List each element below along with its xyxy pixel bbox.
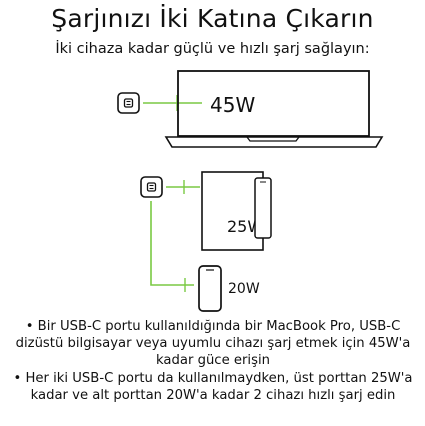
laptop-icon bbox=[164, 70, 384, 148]
page-title: Şarjınızı İki Katına Çıkarın bbox=[51, 4, 374, 33]
laptop-watt-label: 45W bbox=[210, 93, 255, 117]
charger-icon bbox=[117, 92, 140, 114]
phone-icon-small bbox=[254, 177, 272, 239]
charger-icon-dual bbox=[140, 176, 163, 198]
feature-bullets: • Bir USB-C portu kullanıldığında bir Ma… bbox=[6, 318, 420, 404]
bullet-item: • Bir USB-C portu kullanıldığında bir Ma… bbox=[15, 319, 411, 369]
phone-watt-label: 20W bbox=[228, 281, 260, 297]
phone-cable bbox=[150, 201, 194, 286]
bullet-item: • Her iki USB-C portu da kullanılmaydken… bbox=[13, 370, 413, 403]
phone-icon bbox=[198, 265, 222, 312]
tablet-icon bbox=[201, 171, 264, 251]
charging-diagram: 45W 25W 20W bbox=[117, 70, 384, 312]
page-subtitle: İki cihaza kadar güçlü ve hızlı şarj sağ… bbox=[55, 41, 370, 57]
